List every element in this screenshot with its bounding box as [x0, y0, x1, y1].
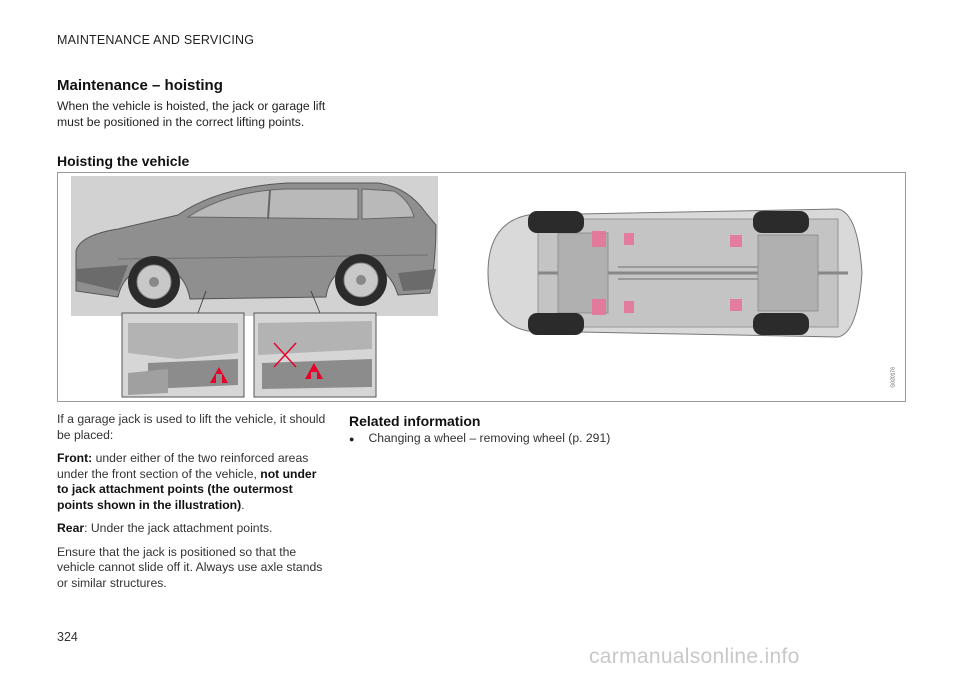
lift-point-marker [730, 235, 742, 247]
related-list: ● Changing a wheel – removing wheel (p. … [349, 431, 610, 447]
figure-id: G020176 [891, 367, 897, 388]
tire-rear-left [753, 211, 809, 233]
lift-point-marker [592, 299, 606, 315]
lift-point-arrow [210, 367, 228, 383]
rear-label: Rear [57, 521, 85, 535]
front-label: Front: [57, 451, 93, 465]
rear-paragraph: Rear: Under the jack attachment points. [57, 521, 327, 537]
related-link-text[interactable]: Changing a wheel – removing wheel (p. 29… [368, 431, 611, 445]
car-side-view [75, 182, 437, 300]
lead-paragraph: If a garage jack is used to lift the veh… [57, 412, 326, 442]
caution-paragraph: Ensure that the jack is positioned so th… [57, 544, 323, 590]
front-paragraph: Front: under either of the two reinforce… [57, 451, 327, 513]
rear-text: : Under the jack attachment points. [84, 521, 273, 535]
detail-inset-correct [121, 312, 245, 398]
front-text: under either of the two reinforced areas… [57, 451, 309, 481]
illustration-svg [71, 176, 863, 398]
lift-point-marker [624, 233, 634, 245]
front-bold-text: not under to jack attachment points (the… [57, 466, 317, 512]
section-header: MAINTENANCE AND SERVICING [57, 33, 255, 47]
front-wheel [128, 256, 180, 308]
page-number: 324 [57, 630, 78, 644]
detail-inset-incorrect [253, 312, 377, 398]
rear-wheel [335, 254, 387, 306]
subheading: Hoisting the vehicle [57, 153, 190, 169]
front-end: . [241, 497, 245, 512]
watermark: carmanualsonline.info [589, 645, 800, 668]
bullet-icon: ● [349, 434, 355, 444]
lift-point-arrow [305, 363, 323, 379]
intro-paragraph: When the vehicle is hoisted, the jack or… [57, 99, 326, 129]
lift-point-marker [730, 299, 742, 311]
lift-point-marker [624, 301, 634, 313]
instructions-column: If a garage jack is used to lift the veh… [57, 412, 327, 599]
page-title: Maintenance – hoisting [57, 77, 223, 94]
hoisting-illustration: G020176 [57, 172, 906, 402]
tire-front-left [528, 211, 584, 233]
lift-point-marker [592, 231, 606, 247]
tire-front-right [528, 313, 584, 335]
related-title: Related information [349, 413, 481, 429]
car-underside-view [487, 208, 863, 338]
related-link[interactable]: ● Changing a wheel – removing wheel (p. … [349, 431, 610, 447]
tire-rear-right [753, 313, 809, 335]
